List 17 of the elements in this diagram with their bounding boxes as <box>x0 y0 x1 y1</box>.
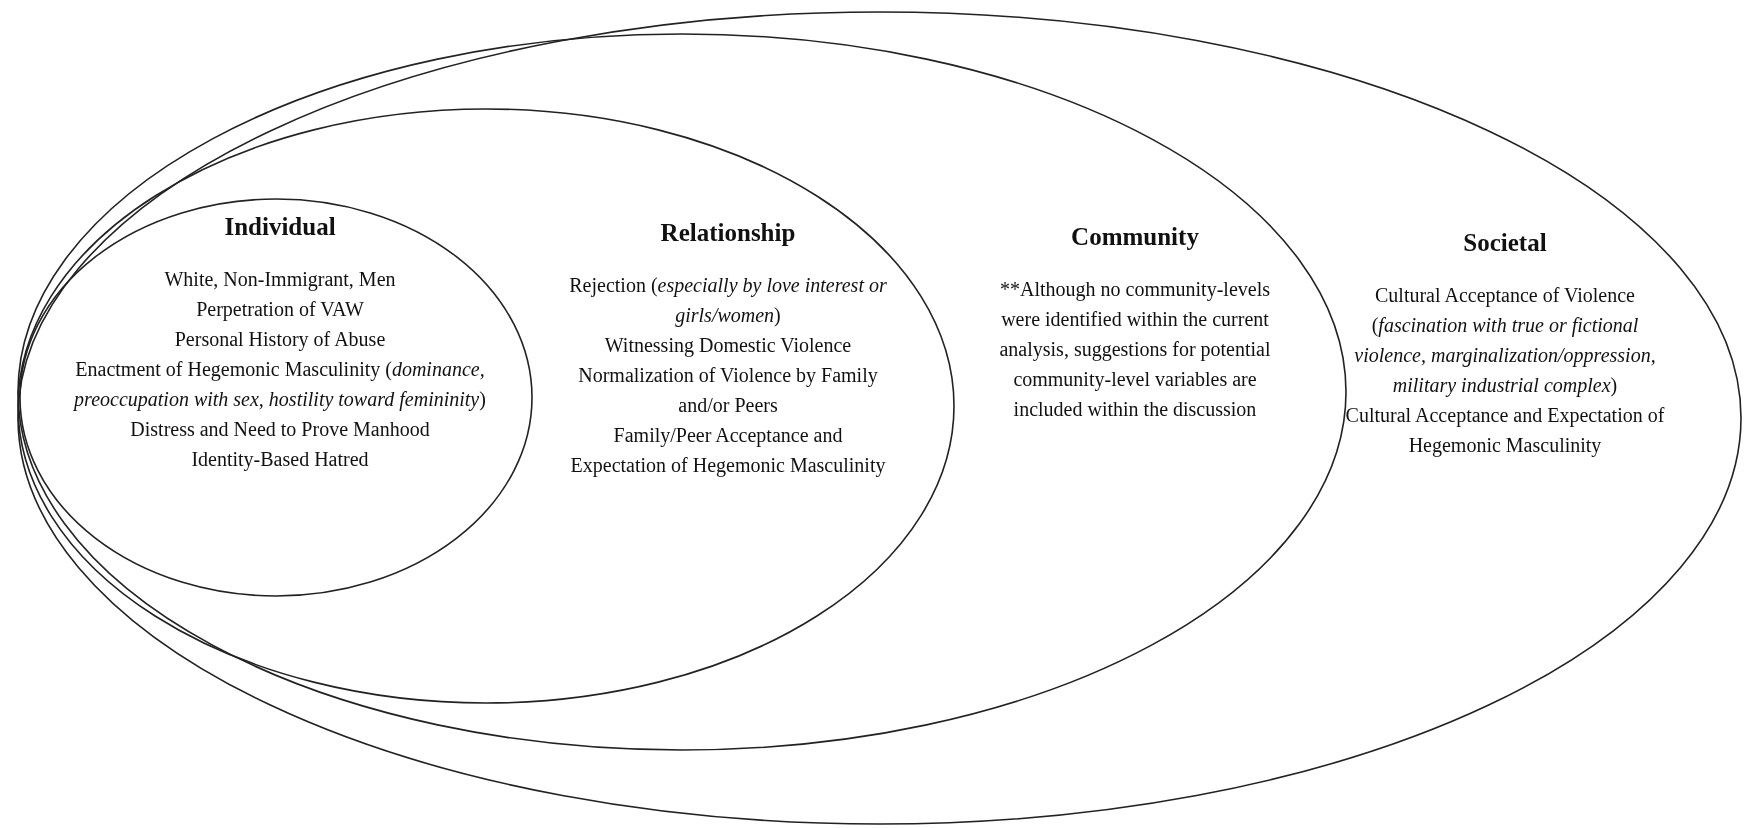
factor-item: Cultural Acceptance and Expectation of Hegemonic Masculinity <box>1344 403 1666 459</box>
level-heading: Community <box>1070 222 1200 252</box>
factor-item: Enactment of Hegemonic Masculinity (dominance, preoccupation with sex, hostility toward femininity) <box>72 357 487 413</box>
factor-item: Family/Peer Acceptance and Expectation of Hegemonic Masculinity <box>569 423 887 479</box>
factor-item: Perpetration of VAW <box>195 297 365 323</box>
factor-item: Witnessing Domestic Violence <box>603 333 853 359</box>
factor-item: Normalization of Violence by Family and/or Peers <box>577 363 879 418</box>
factor-item: Personal History of Abuse <box>173 327 387 353</box>
factor-item: White, Non-Immigrant, Men <box>163 267 397 293</box>
level-heading: Societal <box>1462 228 1548 258</box>
factor-item: Distress and Need to Prove Manhood <box>129 417 431 442</box>
level-heading: Individual <box>223 212 337 242</box>
level-heading: Relationship <box>659 218 797 248</box>
note-text: **Although no community-levels were identified within the current analysis, suggestions for potential community-level variables are included within the discussion <box>998 277 1272 422</box>
factor-item: Rejection (especially by love interest or girls/women) <box>568 273 888 329</box>
factor-item: Cultural Acceptance of Violence (fascination with true or fictional violence, marginalization/oppression, military industrial complex) <box>1353 283 1657 399</box>
factor-item: Identity-Based Hatred <box>190 447 370 473</box>
